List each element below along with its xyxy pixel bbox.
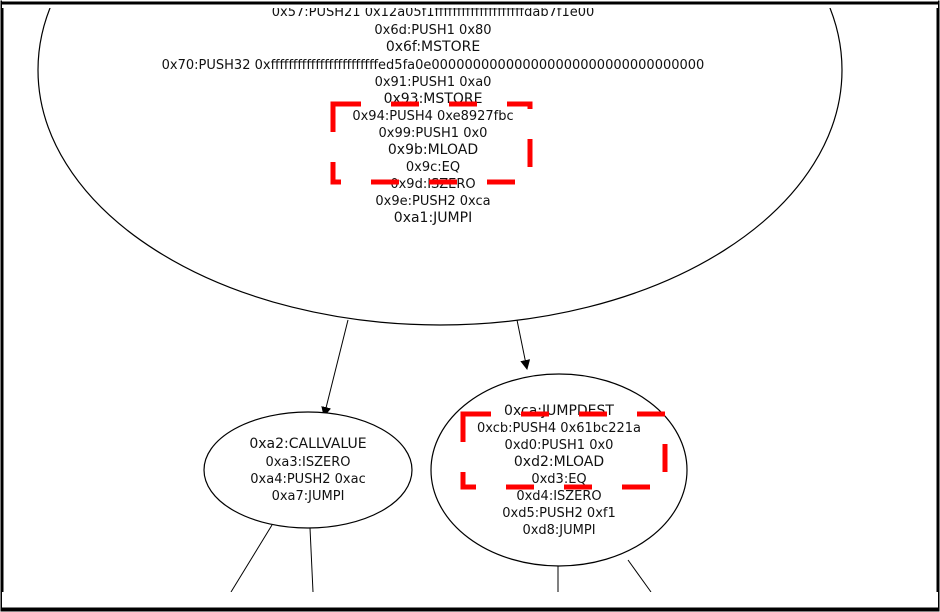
instruction: 0x99:PUSH1 0x0 (379, 126, 488, 141)
instruction: 0xa4:PUSH2 0xac (250, 472, 365, 487)
edge-left-out-1 (230, 524, 273, 593)
node-top-block[interactable] (37, 0, 843, 326)
instruction: 0xd2:MLOAD (514, 454, 604, 470)
instruction: 0x70:PUSH32 0xffffffffffffffffffffffffed… (162, 58, 705, 73)
instruction: 0x94:PUSH4 0xe8927fbc (352, 109, 513, 124)
edge-left-out-2 (309, 527, 314, 593)
instruction: 0xcb:PUSH4 0x61bc221a (477, 421, 641, 436)
instruction: 0xa3:ISZERO (265, 455, 350, 470)
highlight-box-right (460, 411, 668, 490)
node-right-block[interactable] (430, 373, 688, 567)
instruction: 0xa2:CALLVALUE (249, 436, 366, 452)
instruction: 0xca:JUMPDEST (504, 403, 614, 419)
instruction: 0x9b:MLOAD (388, 142, 478, 158)
edge-top-to-right (516, 319, 531, 370)
edge-right-out-2 (627, 559, 652, 593)
instruction: 0x6d:PUSH1 0x80 (374, 23, 491, 38)
instruction: 0x57:PUSH21 0x12a05f1fffffffffffffffffff… (272, 5, 595, 20)
edge-top-to-left (321, 319, 349, 417)
instruction: 0xd8:JUMPI (522, 523, 595, 538)
highlight-box-top (330, 101, 533, 185)
instruction: 0x9e:PUSH2 0xca (375, 194, 490, 209)
instruction: 0x9c:EQ (406, 160, 460, 175)
instruction: 0xa1:JUMPI (394, 210, 472, 226)
instruction: 0xa7:JUMPI (272, 489, 345, 504)
instruction: 0xd5:PUSH2 0xf1 (502, 506, 615, 521)
instruction: 0xd0:PUSH1 0x0 (505, 438, 614, 453)
instruction: 0xd3:EQ (531, 472, 586, 487)
instruction: 0xd4:ISZERO (516, 489, 601, 504)
node-left-block[interactable] (203, 411, 413, 529)
instruction: 0x6f:MSTORE (386, 39, 480, 55)
instruction: 0x91:PUSH1 0xa0 (375, 75, 492, 90)
